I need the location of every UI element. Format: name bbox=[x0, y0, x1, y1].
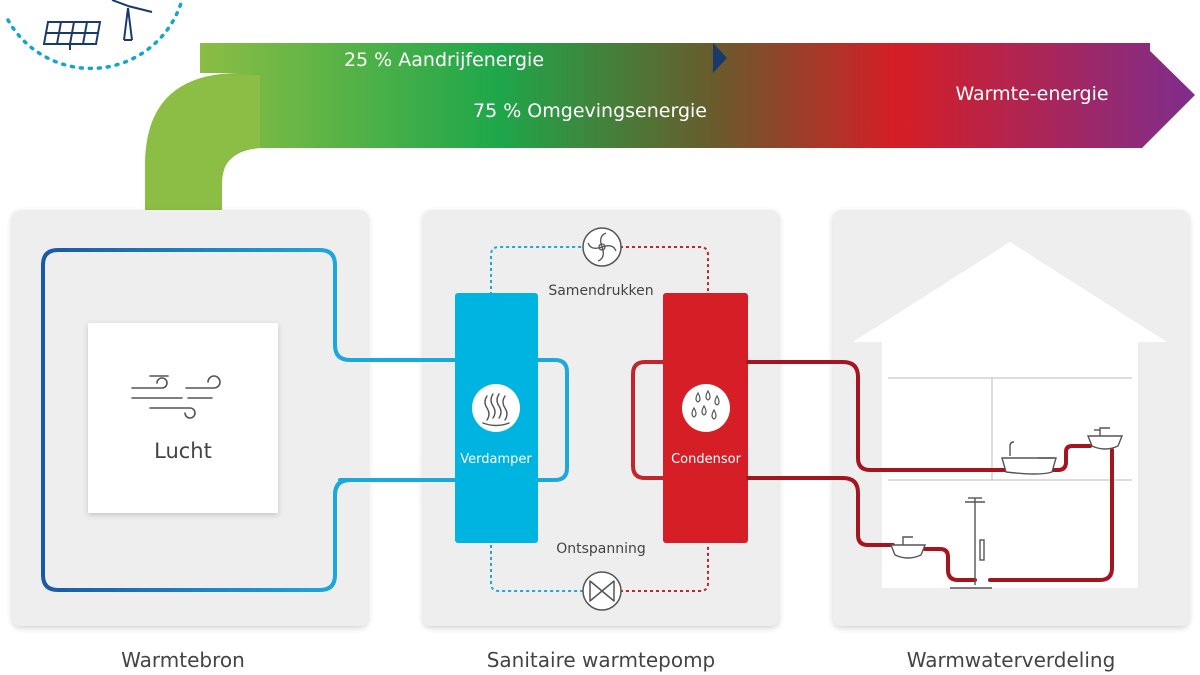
air-source-card: Lucht bbox=[88, 323, 278, 513]
dotted-circle bbox=[6, 0, 184, 71]
bathtub-icon bbox=[1001, 441, 1057, 475]
drive-energy-band bbox=[200, 43, 1150, 73]
merge-marker bbox=[713, 43, 727, 73]
hot-water-pipes bbox=[746, 360, 1114, 582]
droplets-icon bbox=[682, 384, 730, 432]
source-title: Warmtebron bbox=[121, 648, 245, 672]
shower-icon bbox=[950, 497, 992, 589]
compress-label: Samendrukken bbox=[548, 283, 653, 299]
solar-panel-icon bbox=[42, 21, 102, 50]
condenser-label: Condensor bbox=[671, 452, 741, 467]
evaporator-label: Verdamper bbox=[460, 452, 532, 467]
air-label: Lucht bbox=[154, 439, 212, 463]
air-card-bg bbox=[88, 323, 278, 513]
ambient-energy-label: 75 % Omgevingsenergie bbox=[473, 100, 707, 122]
refrigerant-loop bbox=[490, 246, 709, 592]
droplets-glyph bbox=[691, 389, 720, 420]
house-outline bbox=[853, 242, 1167, 588]
house bbox=[853, 242, 1167, 588]
energy-bend bbox=[145, 75, 260, 210]
evaporator-unit: Verdamper bbox=[455, 293, 569, 543]
sink-icon bbox=[1086, 427, 1124, 450]
expand-label: Ontspanning bbox=[556, 541, 646, 557]
fan-icon bbox=[582, 227, 622, 267]
heat-pump-title: Sanitaire warmtepomp bbox=[487, 648, 716, 672]
energy-flow-arrow: 25 % Aandrijfenergie 75 % Omgevingsenerg… bbox=[145, 43, 1195, 210]
source-loop bbox=[41, 248, 457, 592]
ambient-energy-band bbox=[145, 43, 1195, 210]
heat-waves-icon bbox=[472, 384, 520, 432]
wind-icon bbox=[131, 375, 221, 419]
sink-lower-icon bbox=[889, 536, 927, 559]
valve-icon bbox=[582, 571, 622, 611]
drive-energy-label: 25 % Aandrijfenergie bbox=[344, 49, 544, 71]
wind-turbine-icon bbox=[111, 0, 153, 41]
distribution-title: Warmwaterverdeling bbox=[907, 648, 1116, 672]
heat-energy-label: Warmte-energie bbox=[955, 83, 1108, 105]
condenser-unit: Condensor bbox=[631, 293, 748, 543]
renewables-badge bbox=[6, 0, 184, 71]
heat-waves-glyph bbox=[482, 393, 510, 427]
